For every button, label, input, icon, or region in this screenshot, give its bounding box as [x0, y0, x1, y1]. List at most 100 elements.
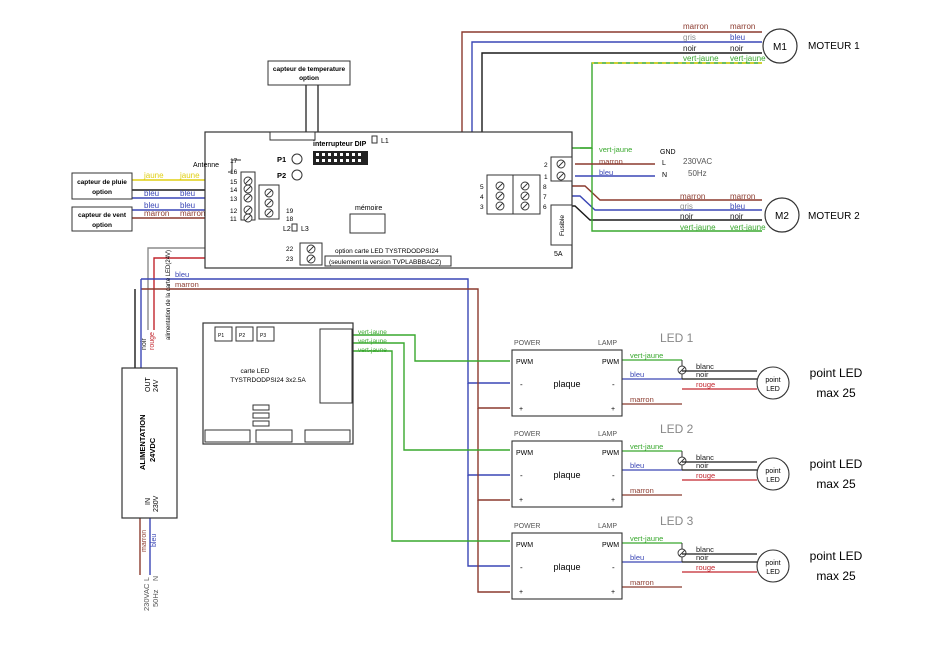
terminal-number: 7: [543, 194, 547, 201]
m2-wire-out-2: bleu: [730, 202, 745, 211]
terminal-number: 22: [286, 246, 294, 253]
led-module-side-wire-label: marron: [630, 486, 654, 495]
m1-wire-green: [572, 62, 762, 149]
led-card-p1: P1: [218, 333, 224, 339]
temperature-sensor: capteur de temperature option: [267, 60, 351, 86]
option-terminal-block: [299, 242, 323, 266]
wires: [132, 31, 762, 593]
temperature-sensor-line1: capteur de temperature: [273, 66, 346, 73]
board-connector-top: [269, 131, 316, 141]
led-point-wire-label: blanc: [696, 545, 714, 554]
terminal-number: 5: [480, 184, 484, 191]
terminal-number: 13: [230, 196, 238, 203]
led-module-plus-in: +: [519, 406, 523, 413]
power-wire-label-l: marron: [599, 157, 623, 166]
fuse-holder: [550, 204, 573, 246]
m1-wire-label-3: noir: [683, 44, 697, 53]
led-point-label-2: LED: [766, 569, 780, 576]
bus-blue: [141, 278, 510, 384]
power-supply-voltage: 24VDC: [148, 437, 157, 462]
led-module-plaque: plaque: [553, 470, 580, 480]
power-wire-label-gnd: vert-jaune: [599, 145, 632, 154]
terminal-number: 23: [286, 256, 294, 263]
power-label-l: L: [662, 160, 666, 167]
terminal-screw-icon: [556, 171, 566, 181]
memory-chip: [349, 213, 386, 234]
terminal-number: 12: [230, 208, 238, 215]
power-voltage: 230VAC: [683, 157, 712, 166]
led-module-title: LED 2: [660, 422, 694, 436]
p1-label: P1: [277, 155, 286, 164]
led-card-connector-2: [255, 429, 293, 443]
terminal-number: 14: [230, 187, 238, 194]
led-module-plaque: plaque: [553, 379, 580, 389]
m2-wire-blue: [540, 195, 762, 211]
terminal-number: 8: [543, 184, 547, 191]
terminal-screw-icon: [495, 181, 505, 191]
led-max-line2: max 25: [816, 477, 856, 491]
power-terminal-block: [550, 156, 573, 182]
power-wire-label-n: bleu: [599, 168, 613, 177]
card-out-1: [353, 334, 510, 362]
terminal-screw-icon: [495, 201, 505, 211]
terminal-screw-icon: [306, 244, 316, 254]
temperature-sensor-box: [267, 60, 351, 86]
led-module-plus-out: +: [611, 497, 615, 504]
terminal-number: 4: [480, 194, 484, 201]
power-frequency: 50Hz: [688, 169, 707, 178]
junction-dot-icon: [677, 365, 687, 375]
m1-wire-label-1: marron: [683, 22, 708, 31]
wind-sensor-line1: capteur de vent: [78, 212, 127, 219]
terminal-screw-icon: [264, 198, 274, 208]
led-point-label-1: point: [765, 468, 780, 475]
rain-wire-out-1: jaune: [179, 171, 200, 180]
led-max-line1: point LED: [810, 457, 863, 471]
terminal-screw-icon: [243, 176, 253, 186]
led-card-out-label-1: vert-jaune: [358, 329, 387, 336]
led-card-line1: carte LED: [241, 368, 270, 375]
led-card: P1 P2 P3 carte LED TYSTRDODPSI24 3x2.5A …: [202, 322, 387, 445]
motor-2: M2 MOTEUR 2 marron gris noir vert-jaune …: [680, 192, 860, 233]
led-module-side-wire-label: marron: [630, 578, 654, 587]
m2-wire-brown: [540, 185, 762, 201]
l1-led-icon: [371, 135, 378, 144]
led-point-wire-label: noir: [696, 553, 709, 562]
l1-label: L1: [381, 138, 389, 145]
m2-wire-out-1: marron: [730, 192, 755, 201]
led-card-terminal-block: [319, 328, 353, 404]
led-module-plus-in: +: [519, 589, 523, 596]
l2-label: L2: [283, 226, 291, 233]
terminal-number: 19: [286, 208, 294, 215]
terminal-screw-icon: [556, 159, 566, 169]
power-supply-in-value: 230V: [153, 495, 160, 512]
bus-label-blue: bleu: [175, 270, 189, 279]
supply-mains-voltage: 230VAC: [142, 583, 151, 611]
led-point-label-2: LED: [766, 386, 780, 393]
p1-pot-icon: [291, 153, 303, 165]
m1-wire-label-2: gris: [683, 33, 696, 42]
motor-2-label: MOTEUR 2: [808, 211, 860, 222]
power-supply: ALIMENTATION 24VDC OUT 24V IN 230V noir …: [121, 250, 178, 611]
supply-top-wire-2: rouge: [149, 332, 156, 350]
led-module-minus-in: -: [520, 471, 523, 480]
led-module-side-wire-label: vert-jaune: [630, 534, 663, 543]
memory-label: mémoire: [355, 205, 382, 212]
wind-sensor-box: [71, 206, 133, 232]
m1-wire-out-2: bleu: [730, 33, 745, 42]
led-card-connector-1: [204, 429, 251, 443]
option-card-note-box: [324, 255, 452, 267]
led-module-box: [511, 532, 623, 600]
led-module-power-label: POWER: [514, 523, 540, 530]
rain-sensor-box: [71, 172, 133, 200]
supply-top-note: alimentation de la carte LED(24V): [166, 250, 172, 340]
m1-wire-label-4: vert-jaune: [683, 54, 719, 63]
wind-sensor-line2: option: [92, 222, 112, 229]
terminal-number: 2: [544, 162, 548, 169]
rain-sensor-line1: capteur de pluie: [77, 179, 127, 186]
led-card-pot-3: [256, 326, 275, 342]
led-module-plaque: plaque: [553, 562, 580, 572]
bus-label-brown: marron: [175, 280, 199, 289]
motor-2-symbol: M2: [775, 211, 789, 222]
